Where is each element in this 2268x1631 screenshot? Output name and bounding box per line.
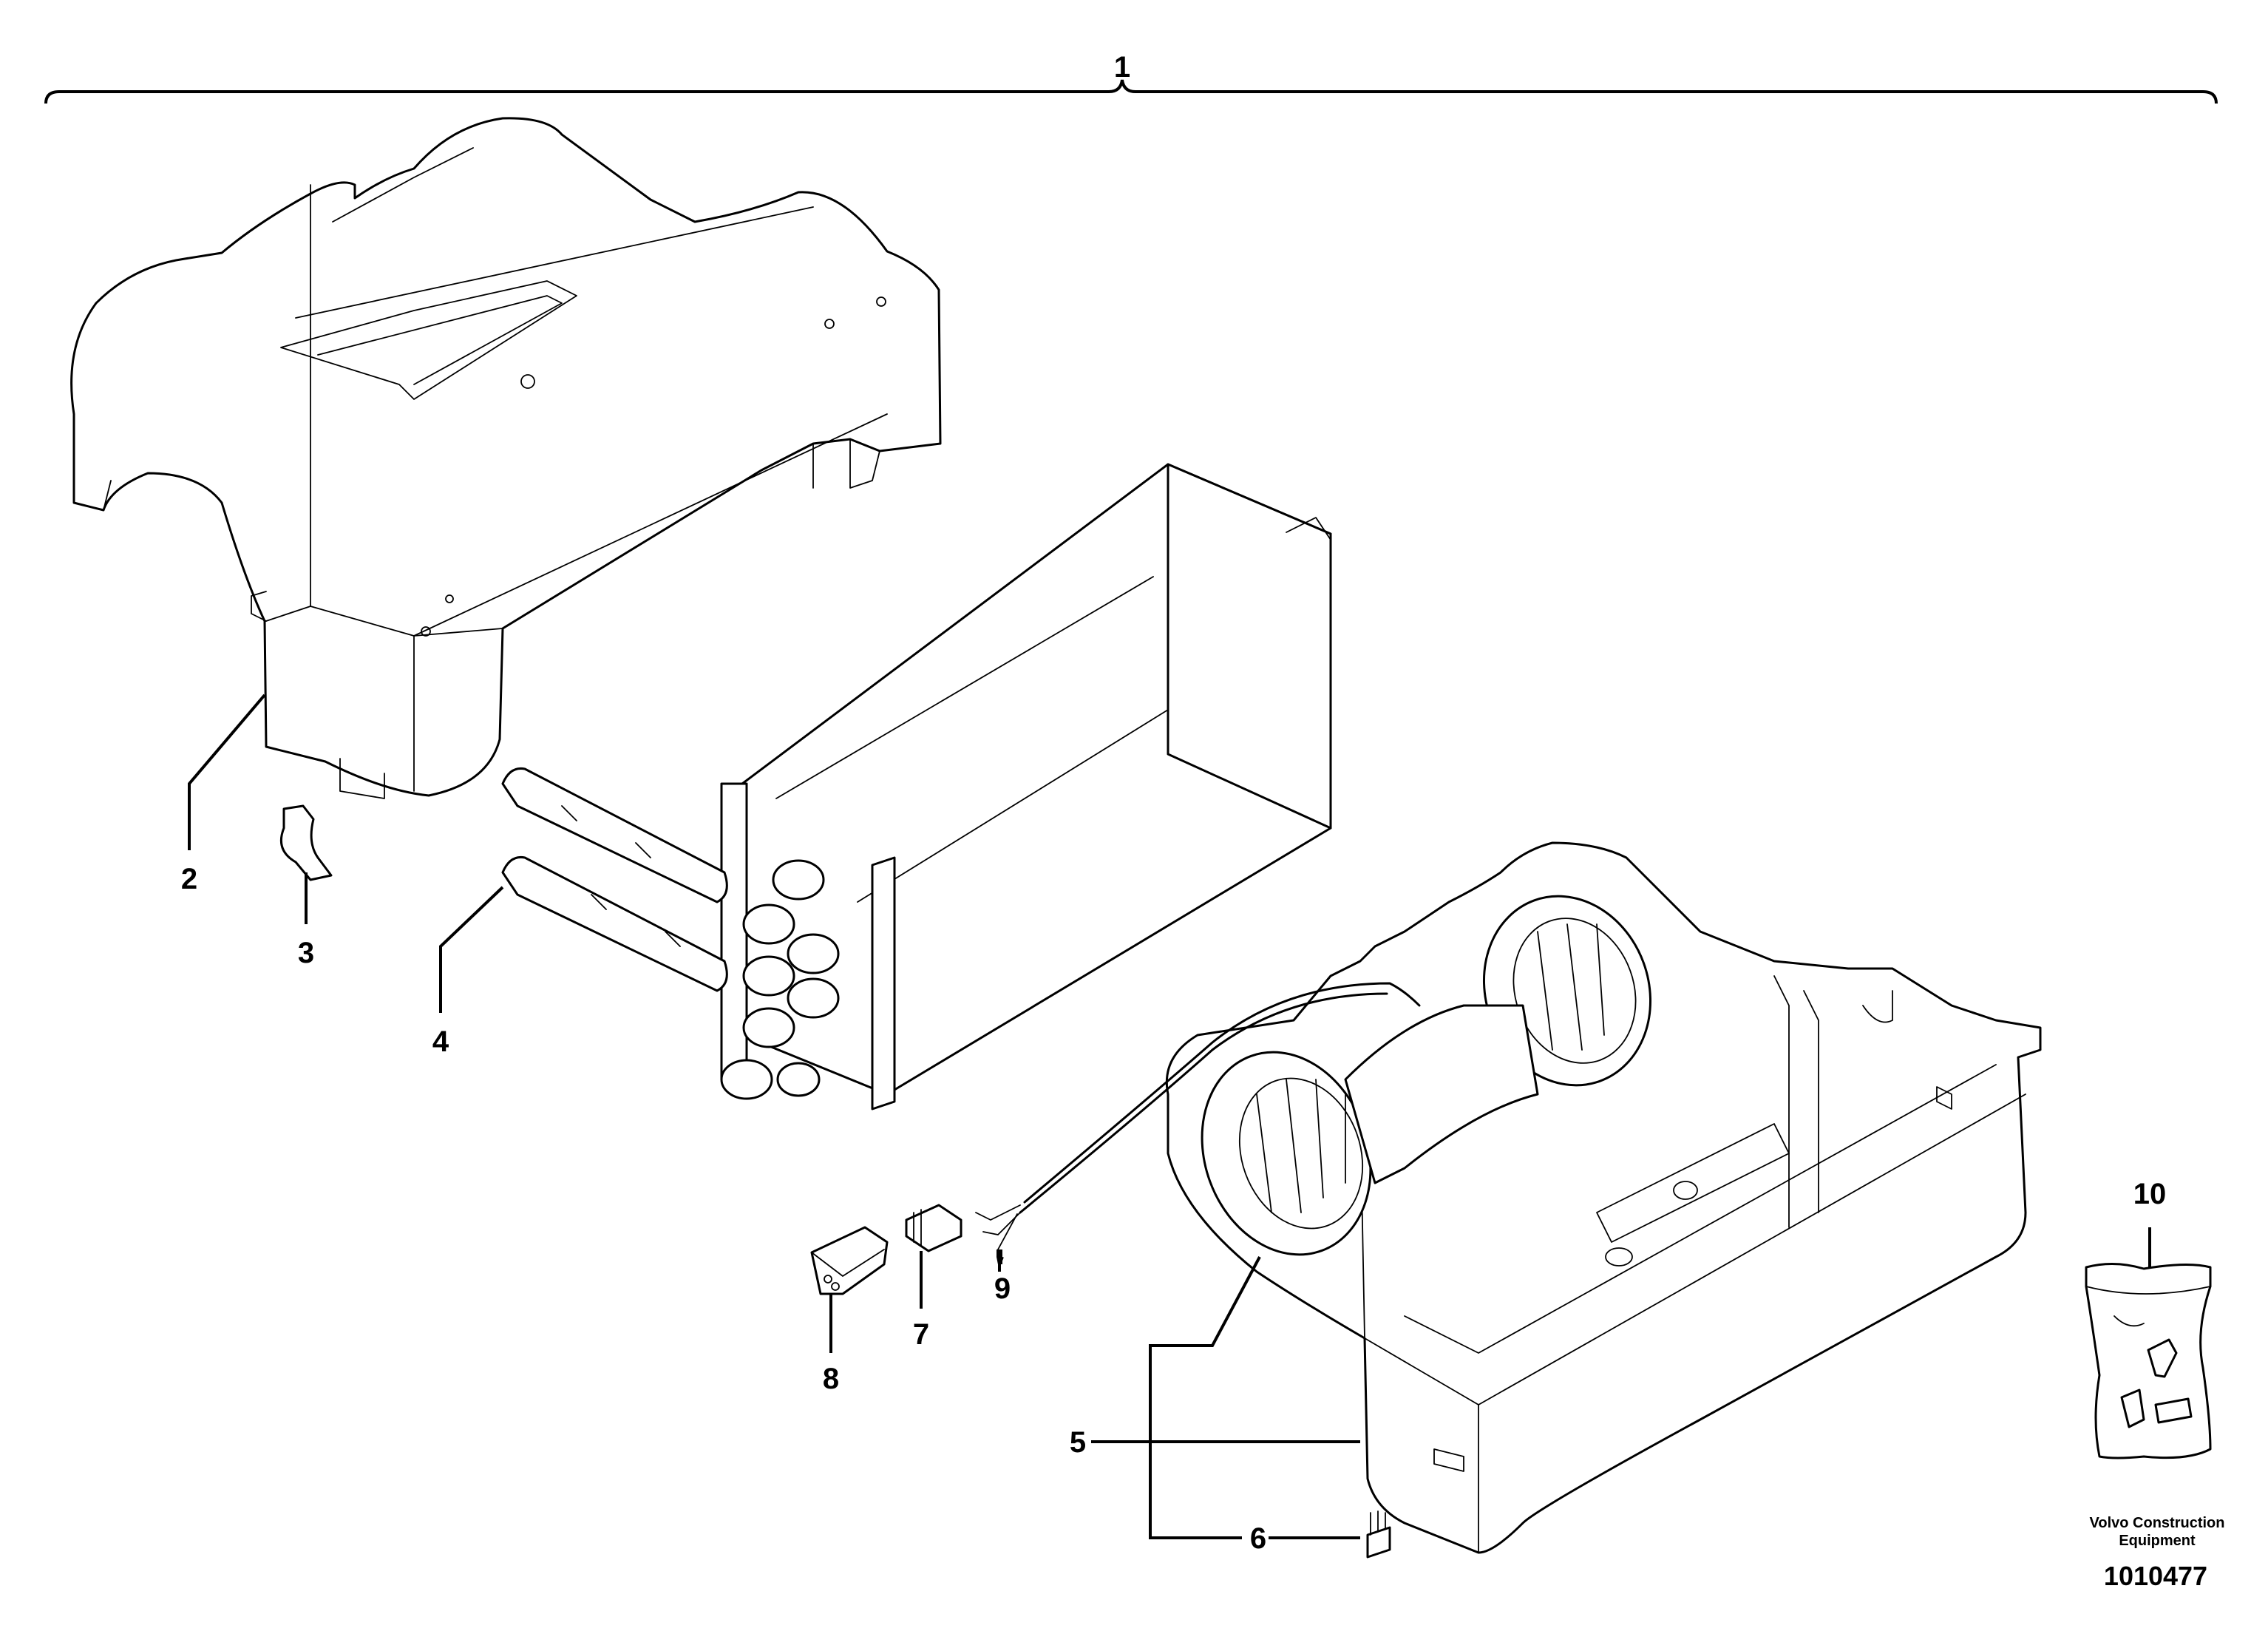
callout-8: 8 [823, 1363, 839, 1395]
leader-lines [188, 694, 2151, 1539]
callout-1: 1 [1114, 51, 1130, 84]
document-number: 1010477 [2104, 1561, 2207, 1591]
brand-line-1: Volvo Construction [2090, 1515, 2225, 1531]
callout-4: 4 [432, 1025, 449, 1058]
cable-harness [975, 982, 1421, 1250]
pipe-clip [280, 804, 333, 881]
callout-3: 3 [298, 937, 314, 969]
callout-9: 9 [994, 1272, 1011, 1305]
upper-housing-cover [70, 117, 942, 799]
blower-housing [1165, 841, 2042, 1554]
connector-housing [810, 1226, 889, 1295]
assembly-brace [44, 79, 2218, 104]
bolt-kit-bag [2085, 1262, 2212, 1459]
resistor [1366, 1510, 1391, 1559]
callout-10: 10 [2133, 1178, 2167, 1210]
heater-core [501, 463, 1332, 1110]
callout-6: 6 [1250, 1522, 1266, 1555]
callout-2: 2 [181, 863, 197, 895]
brand-line-2: Equipment [2119, 1533, 2196, 1549]
connector-pin [905, 1204, 962, 1252]
callout-5: 5 [1070, 1426, 1086, 1459]
callout-7: 7 [913, 1318, 929, 1351]
